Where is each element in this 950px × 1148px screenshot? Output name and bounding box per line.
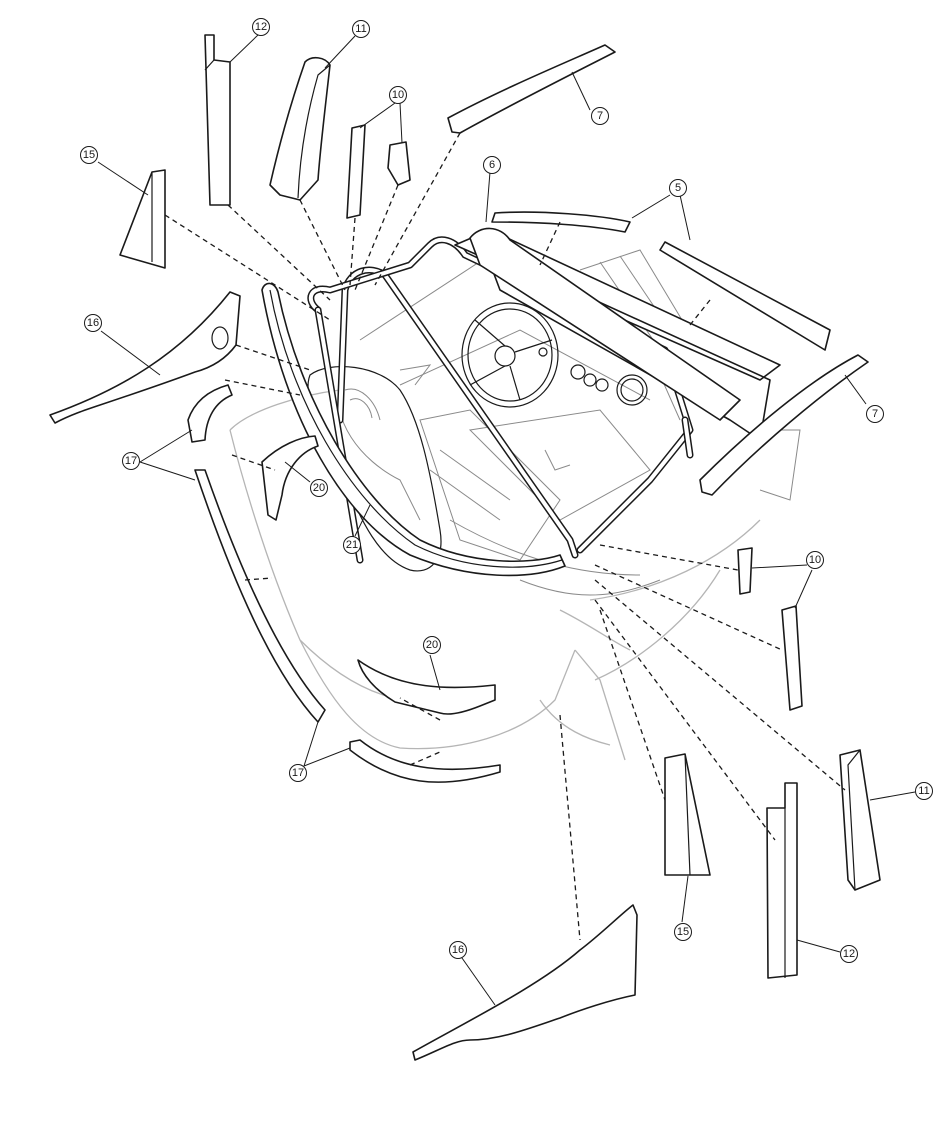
svg-text:15: 15 xyxy=(677,926,689,938)
part-11-top xyxy=(269,56,331,201)
part-17-bottom xyxy=(349,739,501,783)
part-12-bottom xyxy=(766,782,798,979)
part-15-top xyxy=(119,169,166,269)
svg-text:6: 6 xyxy=(489,159,495,171)
callout-11-right: 11 xyxy=(915,782,933,800)
part-20-bottom xyxy=(357,659,496,715)
part-12-top xyxy=(204,34,231,206)
svg-text:10: 10 xyxy=(809,554,821,566)
callout-5: 5 xyxy=(669,179,687,197)
part-21-door-seal xyxy=(261,282,566,577)
callout-17-bottom: 17 xyxy=(289,764,307,782)
callout-11-top: 11 xyxy=(352,20,370,38)
steering-wheel xyxy=(461,302,559,408)
svg-text:17: 17 xyxy=(292,767,304,779)
part-15-bottom xyxy=(664,753,711,876)
part-11-right xyxy=(839,749,881,891)
svg-text:15: 15 xyxy=(83,149,95,161)
callout-15-top: 15 xyxy=(80,146,98,164)
roll-cage xyxy=(307,236,694,564)
part-7-right xyxy=(699,354,869,496)
part-17-left-long xyxy=(194,469,326,723)
svg-text:11: 11 xyxy=(355,23,366,35)
callout-7-right: 7 xyxy=(866,405,884,423)
svg-text:7: 7 xyxy=(872,408,878,420)
callout-10-right: 10 xyxy=(806,551,824,569)
callout-16-top: 16 xyxy=(84,314,102,332)
svg-text:20: 20 xyxy=(313,482,325,494)
part-17-left-small xyxy=(187,384,233,443)
assembly-dashed-lines xyxy=(164,132,846,941)
callout-16-bottom: 16 xyxy=(449,941,467,959)
leader-lines xyxy=(97,34,916,1006)
callout-7-top: 7 xyxy=(591,107,609,125)
callout-20-bottom: 20 xyxy=(423,636,441,654)
svg-text:5: 5 xyxy=(675,182,681,194)
windshield-frame xyxy=(454,227,781,441)
svg-text:16: 16 xyxy=(452,944,464,956)
callout-17-left: 17 xyxy=(122,452,140,470)
callout-12-top: 12 xyxy=(252,18,270,36)
callout-12-bottom: 12 xyxy=(840,945,858,963)
part-16-bottom xyxy=(412,904,638,1061)
part-10-top-pieces xyxy=(346,124,411,219)
svg-text:16: 16 xyxy=(87,317,99,329)
part-10-right-pieces xyxy=(737,547,803,711)
svg-text:12: 12 xyxy=(255,21,267,33)
svg-text:10: 10 xyxy=(392,89,404,101)
svg-text:12: 12 xyxy=(843,948,855,960)
part-5-strips xyxy=(491,211,831,351)
part-16-top xyxy=(49,291,241,424)
part-7-top xyxy=(447,44,616,134)
dashboard-gauges xyxy=(538,347,648,406)
svg-text:21: 21 xyxy=(346,539,358,551)
callout-10-top: 10 xyxy=(389,86,407,104)
car-body-outline xyxy=(229,389,761,761)
svg-text:7: 7 xyxy=(597,110,603,122)
part-20-left xyxy=(261,435,319,521)
callout-15-bottom: 15 xyxy=(674,923,692,941)
svg-text:11: 11 xyxy=(918,785,929,797)
svg-text:17: 17 xyxy=(125,455,137,467)
svg-text:20: 20 xyxy=(426,639,438,651)
callout-6: 6 xyxy=(483,156,501,174)
callout-21: 21 xyxy=(343,536,361,554)
callout-20-left: 20 xyxy=(310,479,328,497)
